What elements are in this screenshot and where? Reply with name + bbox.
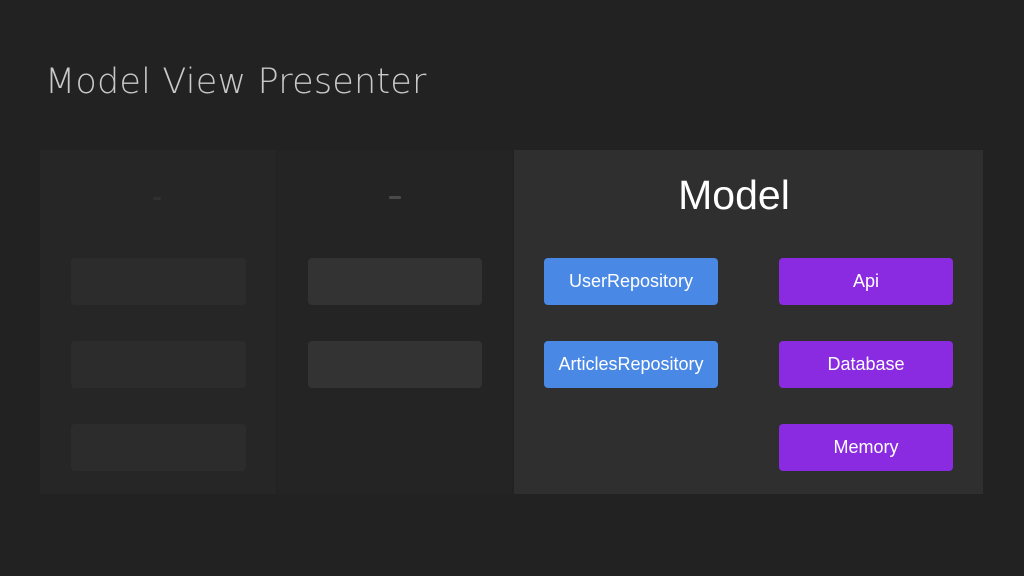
presenter-panel (278, 150, 512, 494)
presenter-placeholder-box (308, 258, 482, 305)
api-box: Api (779, 258, 953, 305)
view-placeholder-box (71, 424, 246, 471)
view-placeholder-box (71, 341, 246, 388)
presenter-panel-faded-title (389, 196, 401, 199)
user-repository-box: UserRepository (544, 258, 718, 305)
model-heading: Model (678, 172, 790, 218)
slide-title: Model View Presenter (45, 62, 427, 102)
view-placeholder-box (71, 258, 246, 305)
articles-repository-box: ArticlesRepository (544, 341, 718, 388)
presenter-placeholder-box (308, 341, 482, 388)
memory-box: Memory (779, 424, 953, 471)
view-panel-faded-title (153, 197, 161, 200)
database-box: Database (779, 341, 953, 388)
